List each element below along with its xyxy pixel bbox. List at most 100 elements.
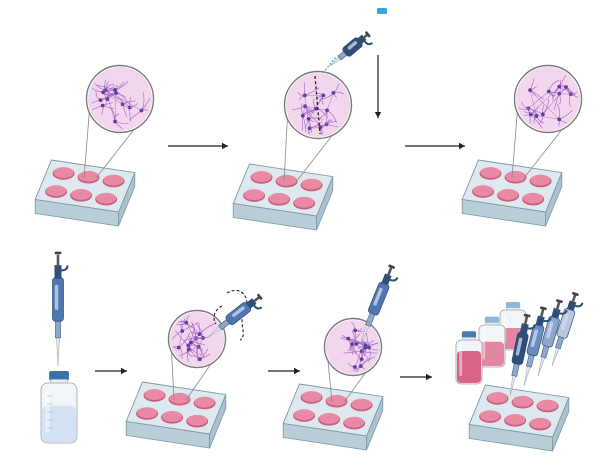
- cell-body: [121, 102, 125, 106]
- cell-body: [113, 120, 117, 124]
- well: [71, 189, 91, 200]
- cell-body: [325, 108, 329, 112]
- well: [277, 175, 297, 186]
- cell-body: [547, 90, 551, 94]
- well: [162, 411, 182, 422]
- cell-body: [303, 104, 307, 108]
- well: [145, 389, 165, 400]
- cell-body: [364, 343, 368, 347]
- cell-body: [557, 117, 561, 121]
- right-arrow-icon: [95, 368, 127, 374]
- well: [344, 417, 364, 428]
- pipette-tip: [522, 366, 530, 387]
- pipette-plunger: [57, 255, 60, 265]
- well-plate-icon: [126, 382, 226, 448]
- pipette-plunger: [387, 267, 392, 275]
- cell-body: [528, 88, 532, 92]
- cell-body: [303, 94, 307, 98]
- well: [531, 175, 551, 186]
- well: [530, 418, 550, 429]
- cell-body: [355, 342, 359, 346]
- pipette-top-button: [377, 8, 387, 14]
- well: [327, 395, 347, 406]
- cell-body: [113, 88, 117, 92]
- magnifier-field: [516, 67, 580, 131]
- bottle-shine: [45, 390, 49, 432]
- right-arrow-icon: [400, 374, 432, 380]
- magnifier-icon: [285, 72, 352, 139]
- arrow-head: [222, 143, 228, 149]
- micropipette-icon: [53, 252, 68, 366]
- cell-body: [541, 112, 545, 116]
- tip-trace: [323, 57, 336, 73]
- well-plate-icon: [469, 385, 569, 451]
- pipette-handle: [536, 316, 545, 327]
- pipette-hook: [62, 265, 68, 270]
- well: [302, 391, 322, 402]
- well: [480, 410, 500, 421]
- cell-body: [353, 328, 357, 332]
- cell-body: [360, 357, 364, 361]
- cell-body: [367, 346, 371, 350]
- bottle-shine: [459, 345, 462, 376]
- micropipette-icon: [326, 29, 374, 73]
- well: [79, 171, 99, 182]
- well: [538, 400, 558, 411]
- pipette-hook: [575, 301, 582, 308]
- cell-body: [353, 365, 357, 369]
- well-plate-icon: [462, 160, 562, 226]
- cell-body: [187, 348, 191, 352]
- well: [523, 193, 543, 204]
- pipette-handle: [551, 308, 560, 319]
- well: [96, 193, 116, 204]
- reagent-bottle-icon: [41, 371, 77, 443]
- arrow-head: [375, 112, 381, 118]
- well: [137, 407, 157, 418]
- well: [513, 396, 533, 407]
- well-plate-icon: [233, 164, 333, 230]
- cell-body: [346, 337, 350, 341]
- pipette-plunger: [556, 302, 560, 310]
- pipette-plunger: [572, 294, 577, 301]
- pipette-button: [55, 252, 62, 255]
- cell-body: [321, 93, 325, 97]
- cell-body: [198, 332, 202, 336]
- pipette-tip: [56, 337, 59, 366]
- well: [252, 171, 272, 182]
- pipette-handle: [55, 265, 62, 279]
- cell-body: [198, 357, 202, 361]
- cell-body: [101, 104, 105, 108]
- cell-body: [557, 85, 561, 89]
- well: [302, 179, 322, 190]
- magnifier-icon: [87, 66, 154, 133]
- cell-body: [189, 341, 193, 345]
- well: [473, 185, 493, 196]
- right-arrow-icon: [405, 143, 465, 149]
- pipette-tip: [536, 356, 545, 376]
- magnifier-icon: [515, 66, 582, 133]
- well: [294, 409, 314, 420]
- pipette-shaft: [55, 319, 60, 338]
- well: [195, 397, 215, 408]
- cell-body: [564, 85, 568, 89]
- well: [244, 189, 264, 200]
- well: [104, 175, 124, 186]
- cell-body: [180, 329, 184, 333]
- pipette-display: [55, 285, 59, 310]
- media-bottle-icon: [456, 331, 482, 384]
- right-arrow-icon: [168, 143, 228, 149]
- well-plate-icon: [283, 384, 383, 450]
- well: [269, 193, 289, 204]
- well: [488, 392, 508, 403]
- pipette-plunger: [540, 309, 544, 317]
- cell-body: [177, 346, 181, 350]
- well: [187, 415, 207, 426]
- cell-body: [186, 344, 190, 348]
- well: [54, 167, 74, 178]
- well: [46, 185, 66, 196]
- bottle-shine: [482, 330, 485, 359]
- cell-body: [184, 321, 188, 325]
- right-arrow-icon: [268, 368, 300, 374]
- cell-body: [307, 117, 311, 121]
- cell-body: [301, 114, 305, 118]
